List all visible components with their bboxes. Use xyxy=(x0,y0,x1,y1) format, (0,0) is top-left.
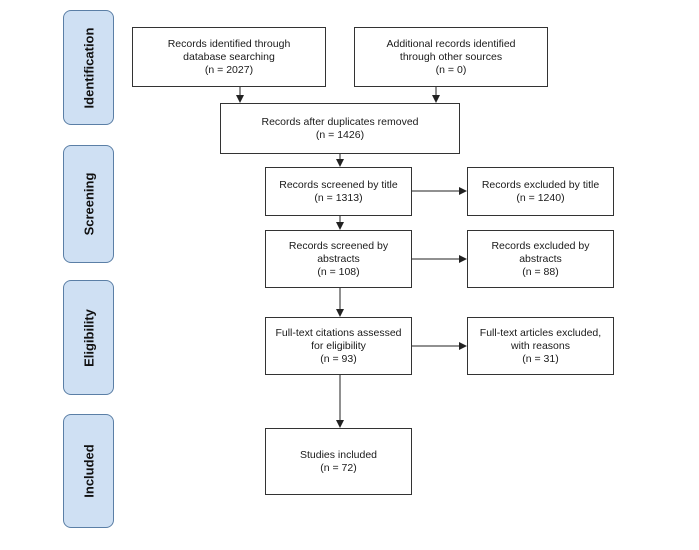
box-count: (n = 93) xyxy=(320,352,357,365)
box-text: for eligibility xyxy=(311,339,366,352)
stage-eligibility: Eligibility xyxy=(63,280,114,395)
box-text: database searching xyxy=(183,50,275,63)
box-count: (n = 72) xyxy=(320,461,357,474)
box-fulltext-assessed: Full-text citations assessed for eligibi… xyxy=(265,317,412,375)
box-text: Records screened by xyxy=(288,239,389,252)
box-fulltext-excluded: Full-text articles excluded, with reason… xyxy=(467,317,614,375)
box-records-identified-database: Records identified through database sear… xyxy=(132,27,326,87)
box-count: (n = 1240) xyxy=(516,191,565,204)
box-count: (n = 0) xyxy=(435,63,467,76)
stage-screening: Screening xyxy=(63,145,114,263)
box-text: Full-text citations assessed xyxy=(275,326,402,339)
box-text: abstracts xyxy=(519,252,562,265)
box-text: Records identified through xyxy=(167,37,291,50)
box-text: Records excluded by title xyxy=(481,178,600,191)
box-excluded-by-title: Records excluded by title (n = 1240) xyxy=(467,167,614,216)
box-screened-by-title: Records screened by title (n = 1313) xyxy=(265,167,412,216)
stage-included: Included xyxy=(63,414,114,528)
box-text: Records excluded by xyxy=(491,239,590,252)
box-screened-by-abstracts: Records screened by abstracts (n = 108) xyxy=(265,230,412,288)
box-studies-included: Studies included (n = 72) xyxy=(265,428,412,495)
stage-identification: Identification xyxy=(63,10,114,125)
box-records-other-sources: Additional records identified through ot… xyxy=(354,27,548,87)
box-count: (n = 1313) xyxy=(314,191,363,204)
box-text: Records screened by title xyxy=(279,178,398,191)
box-text: Full-text articles excluded, xyxy=(479,326,602,339)
box-text: with reasons xyxy=(511,339,570,352)
box-text: Studies included xyxy=(299,448,378,461)
box-count: (n = 2027) xyxy=(204,63,254,76)
box-text: Records after duplicates removed xyxy=(261,115,419,128)
box-count: (n = 1426) xyxy=(315,128,365,141)
box-excluded-by-abstracts: Records excluded by abstracts (n = 88) xyxy=(467,230,614,288)
box-text: through other sources xyxy=(399,50,503,63)
box-text: Additional records identified xyxy=(386,37,516,50)
box-count: (n = 88) xyxy=(522,265,559,278)
box-count: (n = 31) xyxy=(522,352,559,365)
box-count: (n = 108) xyxy=(317,265,360,278)
box-after-duplicates-removed: Records after duplicates removed (n = 14… xyxy=(220,103,460,154)
box-text: abstracts xyxy=(317,252,360,265)
